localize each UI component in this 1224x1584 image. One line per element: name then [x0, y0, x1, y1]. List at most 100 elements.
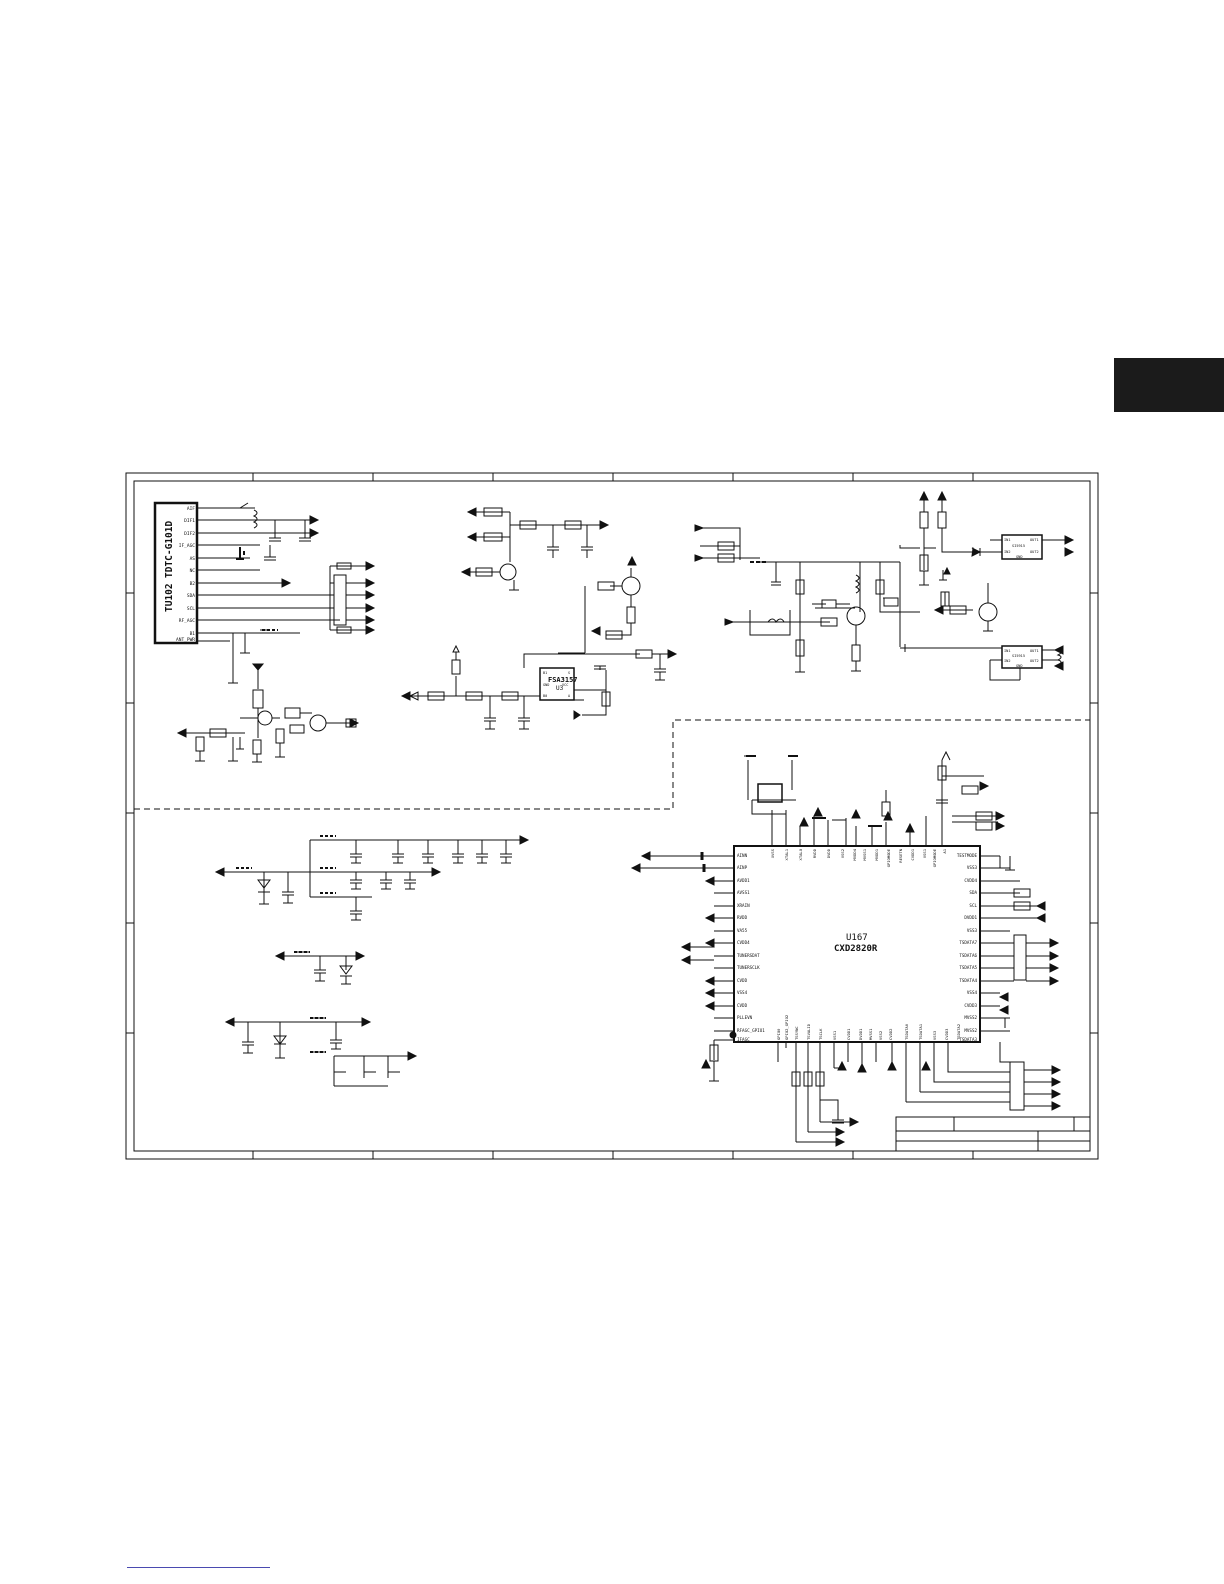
- tuner-pin-label: NC: [190, 568, 196, 574]
- demod-right-pin: VSS3: [967, 865, 978, 870]
- demod-top-pin: A1: [942, 848, 947, 853]
- demod-left-pin: VSS4: [737, 990, 748, 995]
- demod-bottom-pin: VSS2: [878, 1031, 883, 1040]
- demod-left-pin: RVDD: [737, 915, 748, 920]
- reg2-pin-label: GND: [1016, 664, 1023, 668]
- tuner-pin-label: DIF2: [184, 531, 195, 537]
- demod-top-pin: XVSS: [770, 848, 775, 858]
- demod-right-pin: MVSS2: [964, 1028, 977, 1033]
- demod-bottom-pin: VSS3: [932, 1031, 937, 1040]
- demod-bottom-pin: GPIO0: [776, 1028, 781, 1040]
- demod-right-pin: SDA: [969, 890, 977, 895]
- demod-top-pin: GPIOMODE: [886, 848, 891, 867]
- tuner-reference: TU102: [164, 583, 175, 612]
- switch-pin-label: A: [568, 694, 571, 698]
- demod-right-pin: VSS4: [967, 990, 978, 995]
- tuner-pin-label: ANT_PWR: [176, 637, 195, 643]
- demod-bottom-pin: CVDD1: [846, 1028, 851, 1040]
- demod-left-pin: CVDD: [737, 1003, 748, 1008]
- demod-top-pin: DVDD: [826, 848, 831, 858]
- tuner-part-number: TDTC-G101D: [164, 521, 175, 578]
- demod-bottom-pin: TSDATA1: [918, 1023, 923, 1040]
- demod-part-number: CXD2820R: [834, 944, 878, 954]
- switch-pin-label: B1: [543, 671, 547, 675]
- demod-left-pin: AVDD1: [737, 878, 750, 883]
- tuner-body: [153, 501, 199, 645]
- demod-right-pin: TESTMODE: [957, 853, 978, 858]
- demod-top-pin: GPIOMODE: [932, 848, 937, 867]
- demod-bottom-pin: CVDD2: [888, 1029, 893, 1040]
- tuner-pin-label: SCL: [187, 606, 195, 612]
- demod-bottom-pin: TSDATA0: [904, 1023, 909, 1040]
- demod-right-pin: TSDATA3: [959, 1037, 977, 1042]
- demod-bottom-pin: MVSS1: [868, 1028, 873, 1040]
- demod-top-pin: MVSS1: [862, 848, 867, 860]
- reg2-pin-label: OUT1: [1030, 649, 1039, 653]
- inner-frame: [133, 480, 1091, 1152]
- tuner-pin-label: DIF1: [184, 518, 195, 524]
- switch-ic-body: [539, 667, 575, 701]
- demod-ic-body: [733, 845, 981, 1043]
- switch-pin-label: GND: [543, 683, 549, 687]
- demod-bottom-pin: TSDATA2: [956, 1024, 961, 1040]
- demod-bottom-pin: TSVALID: [806, 1023, 811, 1040]
- switch-pin-label: VCC: [562, 683, 568, 687]
- title-block: [895, 1116, 1091, 1152]
- demod-left-pin: AINN: [737, 853, 748, 858]
- switch-ic-part: FSA3157: [548, 676, 578, 684]
- reg2-label: SI5915: [1012, 654, 1025, 658]
- demod-right-pin: SCL: [969, 903, 977, 908]
- demod-left-pin: CVDD: [737, 978, 748, 983]
- demod-right-pin: TSDATA6: [959, 953, 977, 958]
- demod-top-pin: RVDD: [812, 848, 817, 858]
- demod-top-pin: MVDD4: [852, 848, 857, 860]
- reg1-pin-label: IN1: [1004, 538, 1011, 542]
- demod-right-pin: VSS3: [967, 928, 978, 933]
- demod-bottom-pin: VSS1: [832, 1030, 837, 1040]
- demod-top-pin: CVDD1: [910, 848, 915, 860]
- demod-left-pin: PLLEVN: [737, 1015, 753, 1020]
- regulator-1-body: [1001, 534, 1043, 560]
- demod-right-pin: CVDD4: [964, 878, 977, 883]
- demod-left-pin: AVSS1: [737, 890, 750, 895]
- demod-bottom-pin: CVDD3: [944, 1029, 949, 1040]
- reg1-pin-label: OUT1: [1030, 538, 1039, 542]
- tuner-pin-label: B1: [190, 631, 196, 637]
- demod-right-pin: TSDATA7: [959, 940, 977, 945]
- demod-right-pin: DVDD1: [964, 915, 977, 920]
- demod-top-pin: RESETN: [898, 848, 903, 862]
- outer-frame: [125, 472, 1099, 1160]
- regulator-2-body: [1001, 645, 1043, 669]
- demod-right-pin: TSDATA5: [959, 965, 977, 970]
- demod-top-pin: XTAL1: [784, 848, 789, 860]
- reg2-pin-label: IN2: [1004, 659, 1011, 663]
- demod-left-pin: XRAIN: [737, 903, 750, 908]
- switch-pin-label: B0: [543, 694, 547, 698]
- tuner-pin-label: SDA: [187, 593, 195, 599]
- demod-top-pin: VSS1: [922, 848, 927, 858]
- reg1-pin-label: GND: [1016, 555, 1023, 559]
- demod-left-pin: IFAGC: [737, 1037, 750, 1042]
- demod-right-pin: CVDD3: [964, 1003, 977, 1008]
- reg1-pin-label: OUT2: [1030, 550, 1039, 554]
- section-divider: [134, 719, 1090, 810]
- demod-bottom-pin: TSSYNC: [794, 1026, 799, 1040]
- switch-pin-label: S: [568, 671, 570, 675]
- demod-top-pin: XTALO: [798, 848, 803, 860]
- demod-left-pin: AINP: [737, 865, 748, 870]
- reg2-pin-label: IN1: [1004, 649, 1011, 653]
- demod-top-pin: MVDD1: [874, 848, 879, 860]
- tuner-pin-label: AIF: [187, 506, 195, 512]
- section-tab-marker: [1114, 358, 1224, 412]
- tuner-pin-label: B2: [190, 581, 196, 587]
- tuner-pin-label: AS: [190, 556, 196, 562]
- tuner-pin-label: IF_AGC: [179, 543, 196, 549]
- demod-bottom-pin: TSCLK: [818, 1028, 823, 1040]
- demod-top-pin: VSS2: [840, 849, 845, 858]
- footer-link-underline[interactable]: [127, 1567, 270, 1568]
- demod-left-pin: TUNERSCLK: [737, 965, 760, 970]
- demod-reference: U167: [846, 933, 868, 943]
- tuner-pin-label: RF_AGC: [179, 618, 196, 624]
- demod-left-pin: RFAGC_GPIO1: [737, 1028, 765, 1033]
